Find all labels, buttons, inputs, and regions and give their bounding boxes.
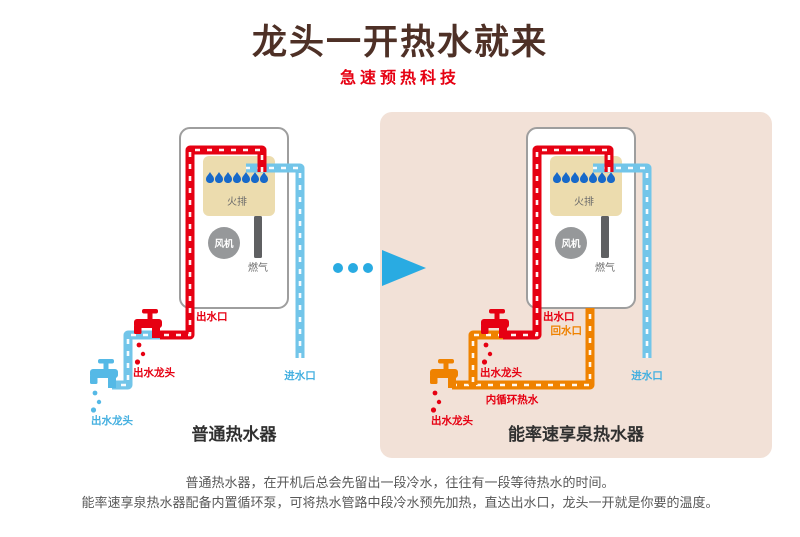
- circulation-supply-flow-marks: [471, 333, 503, 385]
- ordinary-caption: 普通热水器: [192, 424, 278, 444]
- burner-label: 火排: [574, 195, 594, 208]
- fan-label: 风机: [561, 238, 581, 250]
- near-tap-label: 出水龙头: [480, 366, 522, 379]
- page-title: 龙头一开热水就来: [251, 23, 548, 62]
- circulation-return-pipe: [452, 308, 595, 390]
- noritz-caption: 能率速享泉热水器: [508, 424, 645, 444]
- gas-pipe: [254, 216, 262, 258]
- hot-drops-icon: [134, 342, 146, 365]
- circulation-label: 内循环热水: [486, 393, 539, 406]
- cold-faucet-icon: [90, 359, 118, 388]
- burner-label: 火排: [227, 195, 247, 208]
- outlet-label: 出水口: [543, 310, 575, 323]
- arrow-icon: [333, 250, 426, 286]
- cold-pipe-flow-marks: [593, 166, 649, 358]
- far-tap-label: 出水龙头: [431, 414, 473, 427]
- hot-pipe-flow-marks: [160, 148, 264, 337]
- heater-body: [526, 127, 636, 309]
- inlet-label: 进水口: [631, 369, 663, 382]
- cold-drops-icon: [90, 390, 102, 413]
- outlet-label: 出水口: [196, 310, 228, 323]
- footer-line-1: 普通热水器，在开机后总会先留出一段冷水，往往有一段等待热水的时间。: [185, 475, 615, 490]
- ordinary-heater-diagram: 火排 风机 燃气 出水口 出水龙头 出水龙头 进水口 普通热水器: [90, 127, 316, 444]
- fan-icon: [208, 227, 240, 259]
- return-port-label: 回水口: [551, 324, 583, 337]
- cold-branch-flow-marks: [112, 333, 160, 387]
- gas-label: 燃气: [595, 261, 615, 274]
- inlet-label: 进水口: [284, 369, 316, 382]
- page-subtitle: 急速预热科技: [339, 70, 460, 87]
- gas-label: 燃气: [248, 261, 268, 274]
- hot-pipe-flow-marks: [503, 148, 611, 337]
- noritz-heater-diagram: 火排 风机 燃气 出水口 回水口 出水龙头 内循环热水 出水龙头: [430, 127, 663, 444]
- fan-label: 风机: [214, 238, 234, 250]
- cold-pipe-flow-marks: [246, 166, 302, 358]
- footer-description: 普通热水器，在开机后总会先留出一段冷水，往往有一段等待热水的时间。 能率速享泉热…: [0, 473, 800, 513]
- gas-pipe: [601, 216, 609, 258]
- fan-icon: [555, 227, 587, 259]
- near-tap-label: 出水龙头: [133, 366, 175, 379]
- heater-body: [179, 127, 289, 309]
- footer-line-2: 能率速享泉热水器配备内置循环泵，可将热水管路中段冷水预先加热，直达出水口，龙头一…: [81, 495, 719, 511]
- far-tap-label: 出水龙头: [91, 414, 133, 427]
